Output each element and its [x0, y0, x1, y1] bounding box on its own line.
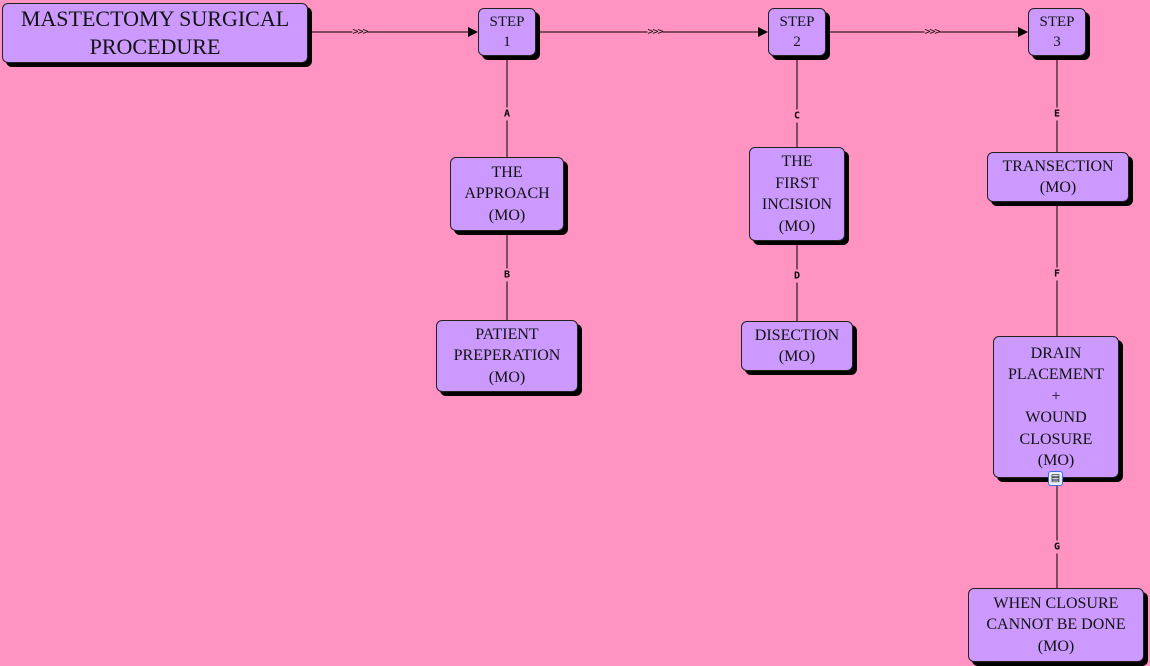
edge-label-g: G	[1053, 540, 1061, 554]
node-line: CANNOT BE DONE	[986, 616, 1126, 634]
approach-node[interactable]: THE APPROACH (MO)	[450, 157, 564, 231]
node-line: DISECTION	[754, 326, 840, 344]
step-label: STEP	[489, 14, 525, 30]
node-line: INCISION	[761, 196, 833, 213]
closure-not-done-node[interactable]: WHEN CLOSURE CANNOT BE DONE (MO)	[968, 588, 1144, 662]
transection-node[interactable]: TRANSECTION (MO)	[987, 152, 1129, 202]
node-line: CLOSURE	[1019, 430, 1093, 448]
node-line: +	[1051, 387, 1061, 405]
first-incision-node[interactable]: THE FIRST INCISION (MO)	[749, 147, 845, 241]
node-line: (MO)	[1037, 637, 1075, 655]
node-line: THE	[491, 163, 523, 181]
node-line: (MO)	[778, 217, 816, 235]
node-line: (MO)	[1037, 452, 1075, 469]
node-line: DRAIN	[1030, 344, 1082, 362]
drain-placement-node[interactable]: DRAIN PLACEMENT + WOUND CLOSURE (MO)	[993, 336, 1119, 478]
step-number: 2	[793, 34, 801, 50]
step-2-node[interactable]: STEP 2	[768, 8, 826, 56]
node-line: (MO)	[488, 206, 526, 224]
disection-node[interactable]: DISECTION (MO)	[741, 321, 853, 371]
title-node[interactable]: MASTECTOMY SURGICAL PROCEDURE	[2, 3, 308, 63]
step-3-node[interactable]: STEP 3	[1028, 8, 1086, 56]
title-line: PROCEDURE	[89, 34, 221, 59]
note-icon[interactable]: ▤	[1048, 471, 1063, 486]
patient-preparation-node[interactable]: PATIENT PREPERATION (MO)	[436, 320, 578, 392]
node-line: WOUND	[1025, 409, 1087, 426]
flow-marker: >>>	[924, 26, 941, 38]
node-line: APPROACH	[464, 185, 550, 203]
edge-label-d: D	[793, 269, 801, 283]
node-line: (MO)	[488, 368, 526, 386]
node-line: TRANSECTION	[1002, 157, 1114, 175]
edge-label-f: F	[1053, 267, 1061, 281]
edge-label-a: A	[503, 107, 511, 121]
step-1-node[interactable]: STEP 1	[478, 8, 536, 56]
step-number: 3	[1053, 34, 1061, 50]
title-line: MASTECTOMY SURGICAL	[20, 6, 290, 31]
flow-marker: >>>	[647, 26, 664, 38]
node-line: PLACEMENT	[1008, 366, 1104, 383]
edge-label-c: C	[793, 109, 801, 123]
step-number: 1	[503, 34, 511, 50]
node-line: PATIENT	[475, 325, 539, 343]
flow-marker: >>>	[352, 26, 369, 38]
edge-label-b: B	[503, 268, 511, 282]
node-line: (MO)	[778, 348, 816, 365]
node-line: (MO)	[1039, 179, 1077, 196]
node-line: WHEN CLOSURE	[993, 594, 1119, 612]
node-line: THE	[781, 153, 813, 170]
node-line: FIRST	[775, 174, 819, 192]
step-label: STEP	[779, 14, 815, 30]
node-line: PREPERATION	[453, 347, 561, 365]
step-label: STEP	[1039, 14, 1075, 30]
edge-label-e: E	[1053, 107, 1061, 121]
